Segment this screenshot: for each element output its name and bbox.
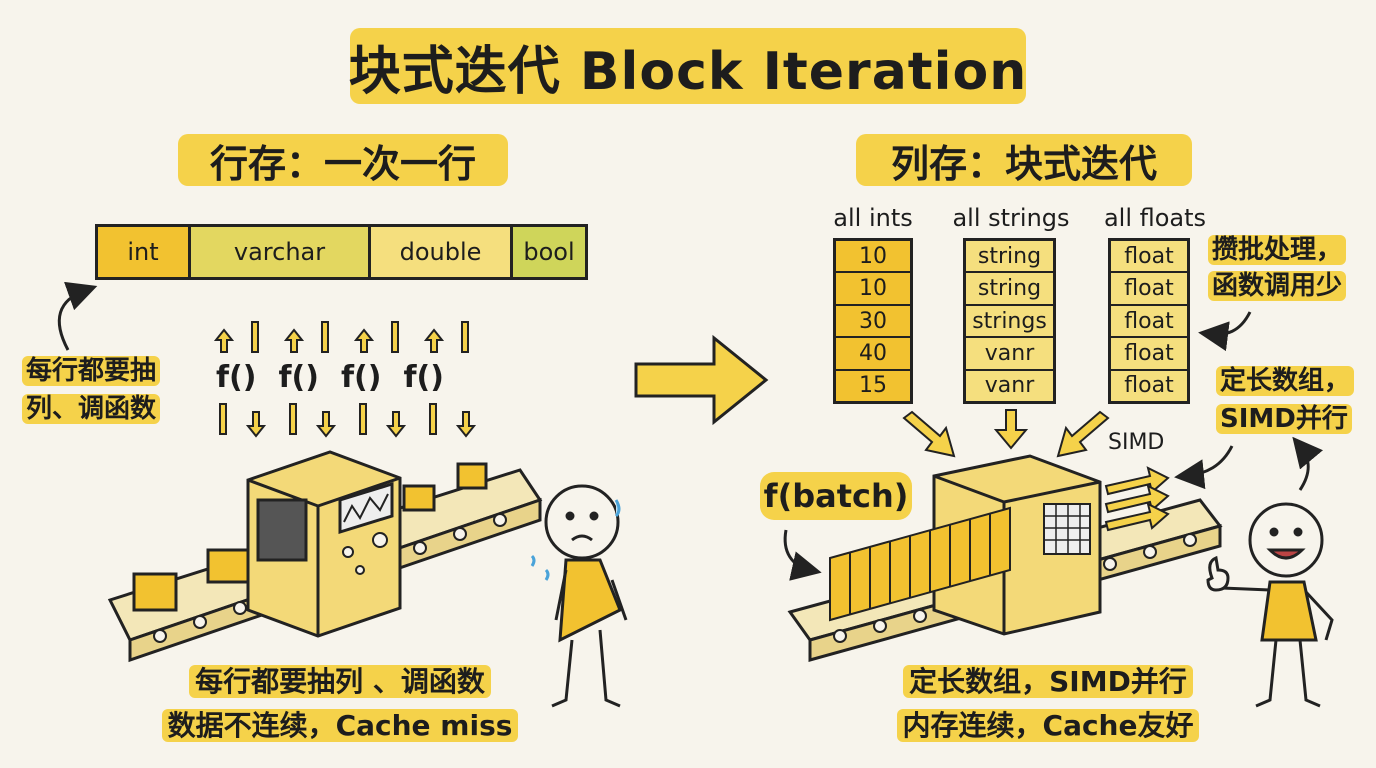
row-record: int varchar double bool — [95, 224, 588, 280]
curved-arrow-icon — [57, 281, 98, 351]
column-store-summary: 定长数组，SIMD并行 内存连续，Cache友好 — [880, 660, 1216, 748]
column-cell: 10 — [836, 273, 910, 306]
column-cell: 30 — [836, 306, 910, 339]
row-cell-double: double — [371, 227, 513, 277]
function-call-label: f() — [403, 360, 444, 395]
sad-person-icon — [530, 484, 628, 708]
column-ints: 10 10 30 40 15 — [833, 238, 913, 404]
note-line: 列、调函数 — [22, 394, 161, 424]
down-arrow-icon — [359, 403, 407, 438]
curved-arrow-icon — [783, 529, 822, 581]
simd-label: SIMD — [1108, 430, 1165, 455]
down-arrow-icon — [289, 403, 337, 438]
note-line: 定长数组， — [1216, 366, 1355, 396]
column-cell: string — [966, 273, 1053, 306]
column-cell: 10 — [836, 241, 910, 274]
column-cell: float — [1111, 338, 1187, 371]
curved-arrow-icon — [1198, 311, 1252, 352]
note-line: 函数调用少 — [1208, 271, 1347, 301]
feed-arrows — [902, 409, 1110, 458]
column-cell: float — [1124, 373, 1174, 399]
function-call-label: f() — [340, 360, 382, 395]
summary-line: 内存连续，Cache友好 — [896, 709, 1200, 742]
row-cell-int: int — [98, 227, 191, 277]
per-row-arrows — [213, 321, 477, 438]
function-call-label: f() — [278, 360, 319, 395]
row-cell-label: double — [399, 238, 482, 266]
function-calls: f() f() f() f() — [216, 360, 444, 395]
transition-arrow-icon — [634, 334, 769, 426]
feed-arrow-icon — [902, 410, 956, 458]
summary-line: 每行都要抽列 、调函数 — [189, 665, 491, 698]
up-arrow-icon — [353, 321, 399, 353]
summary-line: 定长数组，SIMD并行 — [903, 665, 1193, 698]
note-line: 每行都要抽 — [22, 356, 161, 386]
note-line: 攒批处理， — [1208, 235, 1347, 265]
column-strings: string string strings vanr vanr — [963, 238, 1056, 404]
curved-arrow-icon — [1174, 445, 1234, 490]
row-cell-label: int — [127, 238, 159, 266]
happy-person-icon — [1206, 502, 1334, 708]
curved-arrow-icon — [1292, 436, 1324, 491]
feed-arrow-icon — [1056, 410, 1110, 458]
row-cell-label: bool — [523, 238, 575, 266]
note-line: SIMD并行 — [1216, 404, 1352, 434]
column-cell: float — [1111, 306, 1187, 339]
column-header-strings: all strings — [952, 204, 1070, 232]
column-cell: float — [1111, 273, 1187, 306]
row-conveyor-machine — [107, 450, 543, 663]
page-title: 块式迭代 Block Iteration — [349, 28, 1026, 104]
up-arrow-icon — [423, 321, 469, 353]
feed-arrow-icon — [993, 409, 1029, 450]
column-header-floats: all floats — [1103, 204, 1207, 232]
batch-conveyor-machine — [787, 454, 1223, 662]
row-store-summary: 每行都要抽列 、调函数 数据不连续，Cache miss — [160, 660, 520, 748]
row-cell-bool: bool — [513, 227, 585, 277]
batch-note: 攒批处理， 函数调用少 — [1208, 232, 1347, 304]
row-cell-label: varchar — [233, 238, 326, 266]
column-cell: vanr — [984, 373, 1035, 399]
column-cell: strings — [966, 306, 1053, 339]
up-arrow-icon — [283, 321, 329, 353]
column-cell: 15 — [859, 373, 887, 399]
summary-line: 数据不连续，Cache miss — [161, 709, 519, 742]
column-store-heading: 列存：块式迭代 — [856, 134, 1192, 186]
up-arrow-icon — [213, 321, 259, 353]
down-arrow-icon — [429, 403, 477, 438]
row-store-heading: 行存：一次一行 — [178, 134, 508, 186]
column-floats: float float float float float — [1108, 238, 1190, 404]
function-call-label: f() — [216, 360, 257, 395]
down-arrow-icon — [219, 403, 267, 438]
column-cell: 40 — [836, 338, 910, 371]
column-cell: string — [966, 241, 1053, 274]
batch-function-label: f(batch) — [760, 472, 912, 520]
column-cell: vanr — [966, 338, 1053, 371]
column-header-ints: all ints — [833, 204, 913, 232]
left-side-note: 每行都要抽 列、调函数 — [22, 352, 161, 428]
simd-note: 定长数组， SIMD并行 — [1216, 362, 1355, 438]
row-cell-varchar: varchar — [191, 227, 371, 277]
column-cell: float — [1111, 241, 1187, 274]
